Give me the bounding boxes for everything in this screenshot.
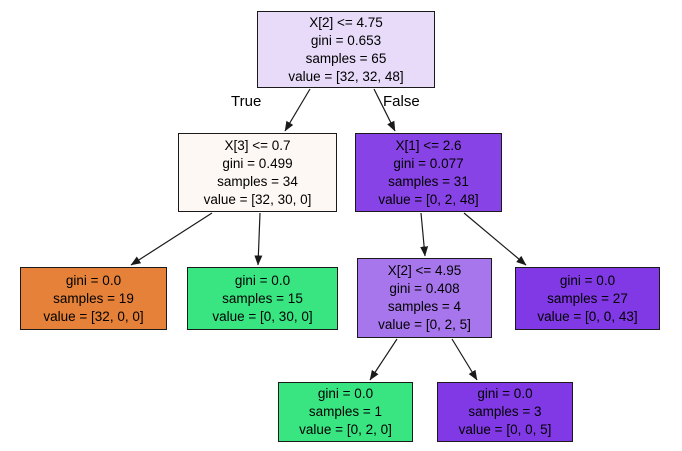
node-value: value = [32, 30, 0]	[203, 191, 312, 207]
edge-leftsplit-to-leaf-orange	[130, 212, 213, 266]
node-value: value = [0, 0, 43]	[537, 308, 638, 324]
tree-node-right-split: X[1] <= 2.6 gini = 0.077 samples = 31 va…	[355, 133, 502, 212]
node-condition: X[2] <= 4.75	[309, 14, 383, 30]
node-gini: gini = 0.408	[389, 281, 460, 296]
node-condition: X[2] <= 4.95	[387, 263, 462, 278]
node-samples: samples = 15	[222, 290, 303, 306]
node-gini: gini = 0.077	[393, 155, 464, 171]
edge-label-true: True	[231, 93, 262, 110]
node-gini: gini = 0.653	[310, 32, 382, 48]
edge-rightsplit-to-mid-split	[420, 212, 429, 257]
node-value: value = [32, 0, 0]	[43, 308, 144, 324]
node-value: value = [0, 30, 0]	[212, 308, 313, 324]
tree-node-leaf-green: gini = 0.0 samples = 15 value = [0, 30, …	[187, 267, 338, 330]
tree-node-left-split: X[3] <= 0.7 gini = 0.499 samples = 34 va…	[178, 133, 337, 212]
node-value: value = [0, 2, 0]	[299, 422, 392, 437]
tree-node-leaf-purple-2: gini = 0.0 samples = 3 value = [0, 0, 5]	[437, 382, 573, 442]
tree-node-root: X[2] <= 4.75 gini = 0.653 samples = 65 v…	[257, 11, 435, 88]
node-samples: samples = 3	[468, 404, 542, 419]
node-condition: X[3] <= 0.7	[224, 137, 291, 153]
edge-label-false: False	[383, 93, 420, 110]
node-value: value = [0, 2, 48]	[378, 191, 479, 207]
node-gini: gini = 0.0	[559, 272, 616, 288]
node-value: value = [32, 32, 48]	[288, 68, 404, 84]
node-samples: samples = 65	[305, 50, 387, 66]
node-samples: samples = 27	[547, 290, 628, 306]
edge-rightsplit-to-leaf-purple	[463, 212, 527, 266]
node-samples: samples = 34	[217, 173, 298, 189]
node-value: value = [0, 2, 5]	[378, 317, 471, 332]
tree-node-mid-split: X[2] <= 4.95 gini = 0.408 samples = 4 va…	[357, 258, 492, 338]
node-gini: gini = 0.0	[317, 386, 374, 401]
node-condition: X[1] <= 2.6	[395, 137, 462, 153]
node-gini: gini = 0.499	[222, 155, 293, 171]
edge-midsplit-to-leaf-purple-2	[451, 338, 478, 381]
node-samples: samples = 1	[308, 404, 383, 419]
node-samples: samples = 4	[387, 299, 462, 314]
edge-midsplit-to-leaf-green-2	[369, 338, 398, 381]
tree-node-leaf-orange: gini = 0.0 samples = 19 value = [32, 0, …	[20, 267, 167, 330]
tree-node-leaf-green-2: gini = 0.0 samples = 1 value = [0, 2, 0]	[278, 382, 413, 442]
edge-leftsplit-to-leaf-green	[254, 212, 263, 266]
node-samples: samples = 19	[53, 290, 134, 306]
tree-node-leaf-purple: gini = 0.0 samples = 27 value = [0, 0, 4…	[515, 267, 660, 330]
edge-root-to-left-split	[284, 88, 311, 132]
node-value: value = [0, 0, 5]	[458, 422, 552, 437]
node-gini: gini = 0.0	[234, 272, 291, 288]
edge-root-to-right-split	[373, 88, 396, 132]
node-gini: gini = 0.0	[65, 272, 122, 288]
node-samples: samples = 31	[388, 173, 469, 189]
node-gini: gini = 0.0	[477, 386, 533, 401]
